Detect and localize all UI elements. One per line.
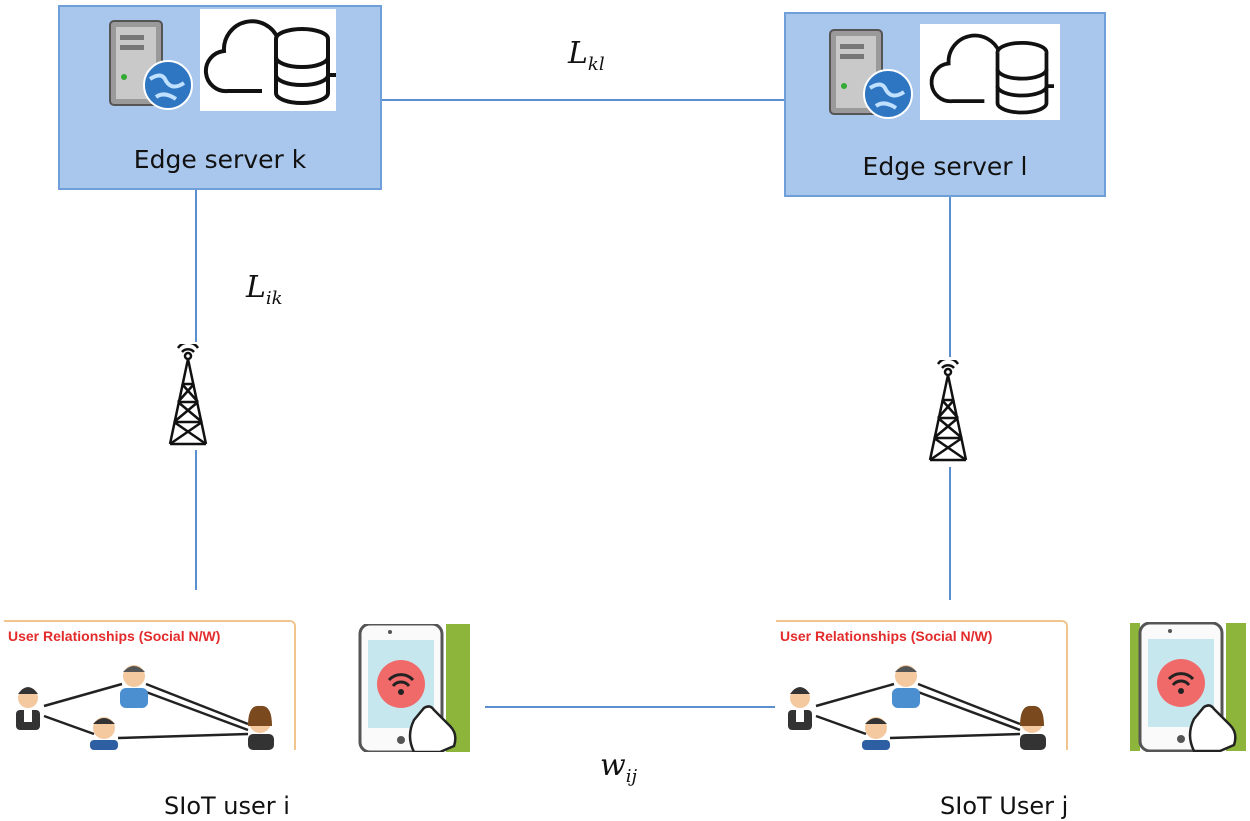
edge-server-k: Edge server k [58,5,382,190]
cloud-database-icon [200,9,336,111]
smartphone-wifi-icon [1130,622,1246,752]
cloud-database-icon [920,24,1060,120]
edge-server-k-label: Edge server k [133,145,307,174]
link-label-kl-sub: kl [587,54,605,75]
link-server-k-server-l [382,99,784,101]
cell-tower-icon [162,344,214,448]
social-network-icon [4,644,294,750]
link-tower-j-user-j [949,467,951,600]
cell-tower-icon [922,360,974,464]
link-label-kl-base: L [568,36,588,71]
link-label-ij-base: w [600,748,626,783]
link-user-i-user-j [485,706,775,708]
server-globe-icon [106,17,196,113]
link-label-ik: Lik [246,270,283,309]
user-i-label: SIoT user i [164,792,290,820]
link-server-l-tower-j [949,197,951,357]
social-network-i-title: User Relationships (Social N/W) [8,628,221,644]
edge-server-l: Edge server l [784,12,1106,197]
social-network-j: User Relationships (Social N/W) [776,620,1068,750]
link-label-kl: Lkl [568,36,605,75]
link-tower-i-user-i [195,450,197,590]
edge-server-l-label: Edge server l [862,152,1028,181]
link-label-ij-sub: ij [625,766,638,787]
social-network-i: User Relationships (Social N/W) [4,620,296,750]
social-network-icon [776,644,1066,750]
link-label-ik-base: L [246,270,266,305]
link-label-ij: wij [600,748,637,787]
social-network-j-title: User Relationships (Social N/W) [780,628,993,644]
link-server-k-tower-i [195,190,197,342]
link-label-ik-sub: ik [265,288,283,309]
smartphone-wifi-icon [354,624,470,752]
server-globe-icon [826,26,916,122]
user-j-label: SIoT User j [940,792,1069,820]
